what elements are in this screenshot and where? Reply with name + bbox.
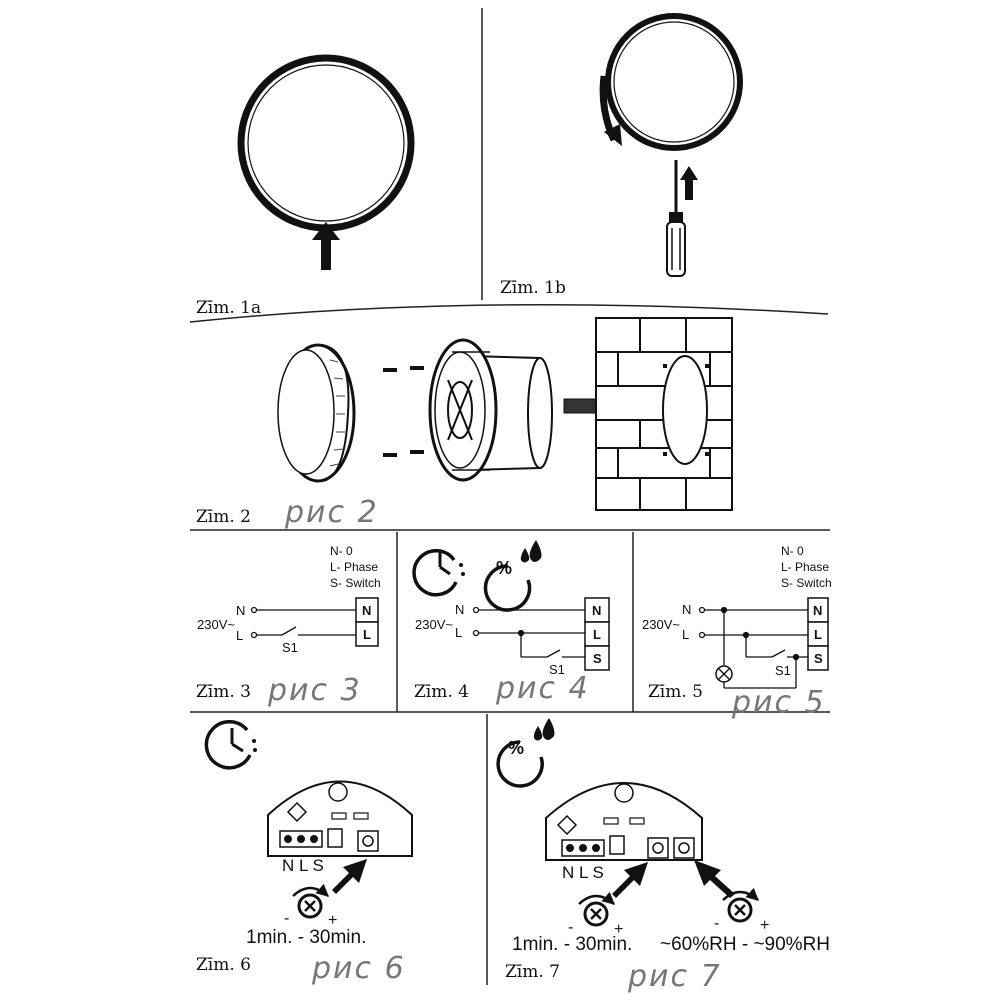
timer-trimmer-icon (362, 835, 374, 847)
svg-text:+: + (614, 921, 623, 938)
svg-text:S: S (593, 651, 602, 666)
svg-text:S: S (814, 651, 823, 666)
handwritten-note: рис 7 (627, 959, 722, 994)
figure-3: N- 0 L- Phase S- Switch 230V~ N L S1 N L… (196, 544, 381, 708)
figure-caption: Zīm. 7 (505, 962, 560, 982)
figure-5: N- 0 L- Phase S- Switch 230V~ N L (642, 544, 832, 720)
svg-text:+: + (328, 912, 337, 929)
handwritten-note: рис 6 (311, 951, 406, 986)
svg-text:1min. - 30min.: 1min. - 30min. (246, 927, 366, 948)
svg-text:N: N (236, 603, 245, 618)
handwritten-note: рис 5 (731, 685, 826, 720)
handwritten-note: рис 2 (284, 495, 379, 530)
svg-text:N L S: N L S (282, 856, 324, 875)
svg-text:230V~: 230V~ (642, 617, 680, 632)
svg-text:S- Switch: S- Switch (330, 576, 381, 590)
svg-text:230V~: 230V~ (415, 617, 453, 632)
humidity-icon: % (496, 718, 555, 788)
svg-text:+: + (760, 917, 769, 934)
figure-4: % 230V~ N L S1 N L S Zīm. 4 рис 4 (412, 540, 610, 706)
svg-text:N- 0: N- 0 (781, 544, 804, 558)
figure-6: N L S - + 1min. - 30min. Zīm. 6 рис 6 (196, 720, 413, 986)
humidity-icon: % (483, 540, 542, 612)
figure-7: % N L S - + (496, 718, 830, 994)
svg-text:L- Phase: L- Phase (781, 560, 829, 574)
lamp-icon (715, 665, 733, 688)
svg-text:-: - (714, 915, 719, 932)
svg-text:S1: S1 (282, 640, 298, 655)
svg-text:L: L (682, 627, 689, 642)
wires (250, 606, 356, 639)
up-arrow-icon (312, 222, 340, 270)
svg-text:S1: S1 (549, 662, 565, 677)
control-board (267, 780, 413, 857)
svg-text:L: L (236, 628, 243, 643)
svg-text:N: N (682, 602, 691, 617)
front-cover (277, 343, 356, 483)
handwritten-note: рис 3 (267, 673, 362, 708)
svg-text:L: L (363, 627, 371, 642)
svg-text:S1: S1 (775, 663, 791, 678)
svg-text:L: L (814, 627, 822, 642)
timer-icon (204, 720, 257, 770)
svg-text:%: % (496, 558, 512, 578)
svg-text:230V~: 230V~ (197, 617, 235, 632)
figure-2: Zīm. 2 рис 2 (196, 317, 733, 530)
pointer-arrow-icon (694, 860, 735, 898)
svg-text:L: L (455, 625, 462, 640)
screwdriver-icon (666, 160, 686, 277)
humidity-trimmer-icon (678, 842, 690, 854)
timer-icon (412, 549, 465, 597)
handwritten-note: рис 4 (495, 671, 590, 706)
terminal-block: N L S (584, 597, 610, 671)
adjust-knob-icon: - + (568, 891, 623, 938)
wires (698, 606, 808, 689)
figure-caption: Zīm. 1b (500, 278, 566, 298)
svg-text:N: N (362, 603, 371, 618)
wiring-legend: N- 0 L- Phase S- Switch (781, 544, 832, 590)
svg-text:N: N (813, 603, 822, 618)
fan-body (428, 338, 553, 482)
terminal-block: N L (355, 597, 379, 647)
svg-text:1min. - 30min.: 1min. - 30min. (512, 934, 632, 955)
svg-text:%: % (508, 738, 524, 758)
svg-text:~60%RH - ~90%RH: ~60%RH - ~90%RH (660, 934, 830, 955)
svg-text:N: N (592, 603, 601, 618)
wires (472, 606, 585, 658)
fan-cover-ring (237, 54, 415, 232)
svg-text:L- Phase: L- Phase (330, 560, 378, 574)
figure-caption: Zīm. 1a (196, 298, 261, 318)
svg-text:L: L (593, 627, 601, 642)
panel-dividers (189, 8, 830, 985)
figure-caption: Zīm. 3 (196, 682, 251, 702)
figure-caption: Zīm. 4 (414, 682, 469, 702)
figure-caption: Zīm. 5 (648, 682, 703, 702)
screw-icon (383, 366, 424, 457)
svg-text:N L S: N L S (562, 863, 604, 882)
wall-opening (662, 355, 708, 465)
brick-wall (595, 317, 733, 511)
wiring-legend: N- 0 L- Phase S- Switch (330, 544, 381, 590)
adjust-knob-icon: - + (284, 883, 337, 929)
svg-text:N: N (455, 602, 464, 617)
svg-text:-: - (284, 910, 289, 927)
fan-cover-ring (605, 13, 743, 151)
adjust-knob-icon: - + (714, 887, 769, 934)
figure-1b: Zīm. 1b (500, 13, 743, 298)
timer-trimmer-icon (652, 842, 664, 854)
terminal-block: N L S (807, 597, 829, 671)
pointer-arrow-icon (332, 859, 367, 894)
svg-text:S- Switch: S- Switch (781, 576, 832, 590)
figure-1a: Zīm. 1a (196, 54, 415, 318)
pointer-arrow-icon (612, 862, 648, 898)
svg-text:N- 0: N- 0 (330, 544, 353, 558)
figure-caption: Zīm. 6 (196, 955, 251, 975)
up-arrow-icon (680, 166, 698, 200)
figure-caption: Zīm. 2 (196, 507, 251, 527)
control-board (545, 782, 703, 861)
svg-text:-: - (568, 919, 573, 936)
